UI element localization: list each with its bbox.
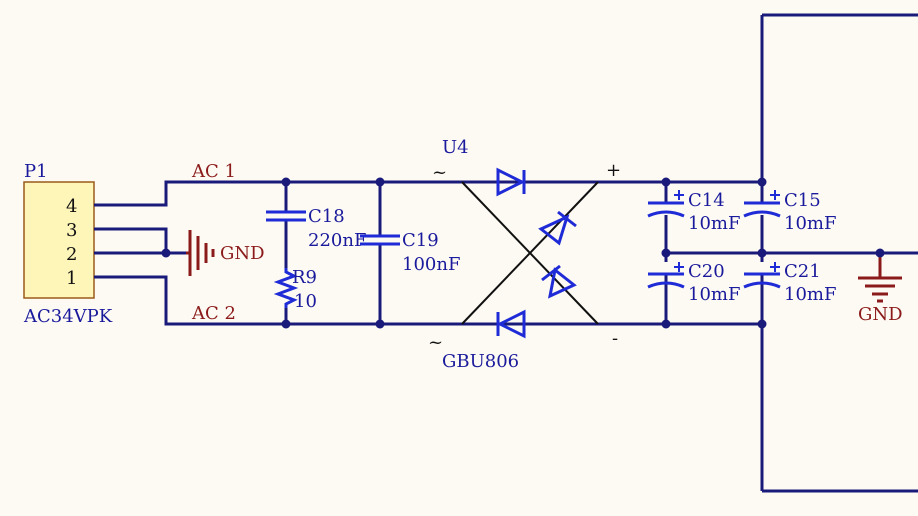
capacitor-icon[interactable]: [360, 234, 400, 246]
c21-ref: C21: [784, 261, 821, 282]
net-label-ac1: AC 1: [191, 161, 236, 182]
capacitor-icon[interactable]: [266, 210, 306, 222]
connector-body[interactable]: [23, 181, 95, 299]
connector-part-number: AC34VPK: [23, 306, 113, 327]
connector-pin-3: 3: [66, 220, 77, 241]
c15-value: 10mF: [784, 213, 836, 234]
connector-pin-4: 4: [66, 196, 77, 217]
bridge-ac-bottom-label: ~: [428, 332, 443, 353]
connector-pin-1: 1: [66, 268, 77, 289]
c18-ref: C18: [308, 206, 345, 227]
diode-icon: [541, 264, 577, 299]
c20-value: 10mF: [688, 284, 740, 305]
c15-ref: C15: [784, 190, 821, 211]
ground-symbol-icon[interactable]: [858, 276, 902, 303]
junction-dot-icon: [281, 177, 291, 187]
polarized-capacitor-icon[interactable]: [743, 190, 781, 218]
junction-dot-icon: [161, 248, 171, 258]
junction-dot-icon: [375, 177, 385, 187]
diode-icon: [538, 210, 577, 246]
bridge-plus-label: +: [606, 160, 621, 181]
net-label-gnd-right: GND: [858, 304, 903, 325]
bridge-designator: U4: [442, 137, 469, 158]
c18-value: 220nF: [308, 230, 366, 251]
junction-dot-icon: [661, 177, 671, 187]
bridge-part-number: GBU806: [442, 351, 519, 372]
junction-dot-icon: [757, 319, 767, 329]
net-label-ac2: AC 2: [191, 303, 236, 324]
polarized-capacitor-icon[interactable]: [743, 262, 781, 289]
c19-value: 100nF: [402, 254, 460, 275]
c21-value: 10mF: [784, 284, 836, 305]
junction-dot-icon: [661, 248, 671, 258]
resistor-icon[interactable]: [273, 268, 299, 308]
wires: [94, 13, 918, 493]
c19-ref: C19: [402, 230, 439, 251]
c14-ref: C14: [688, 190, 725, 211]
junction-dot-icon: [757, 177, 767, 187]
junction-dot-icon: [661, 319, 671, 329]
r9-value: 10: [294, 291, 317, 312]
connector-pin-2: 2: [66, 244, 77, 265]
junction-dot-icon: [281, 319, 291, 329]
bridge-minus-label: -: [612, 328, 618, 349]
net-label-gnd-left: GND: [220, 243, 265, 264]
connector-designator: P1: [24, 161, 48, 182]
junctions: [161, 177, 885, 329]
c20-ref: C20: [688, 261, 725, 282]
diode-icon: [496, 167, 526, 197]
r9-ref: R9: [292, 267, 317, 288]
bridge-rectifier[interactable]: [461, 167, 599, 339]
bridge-ac-top-label: ~: [432, 162, 447, 183]
junction-dot-icon: [757, 248, 767, 258]
connector-pin-stubs: [94, 204, 166, 278]
polarized-capacitor-icon[interactable]: [647, 190, 685, 218]
ground-symbol-icon[interactable]: [186, 230, 215, 276]
polarized-capacitor-icon[interactable]: [647, 262, 685, 289]
c14-value: 10mF: [688, 213, 740, 234]
junction-dot-icon: [375, 319, 385, 329]
diode-icon: [496, 309, 526, 339]
junction-dot-icon: [875, 248, 885, 258]
